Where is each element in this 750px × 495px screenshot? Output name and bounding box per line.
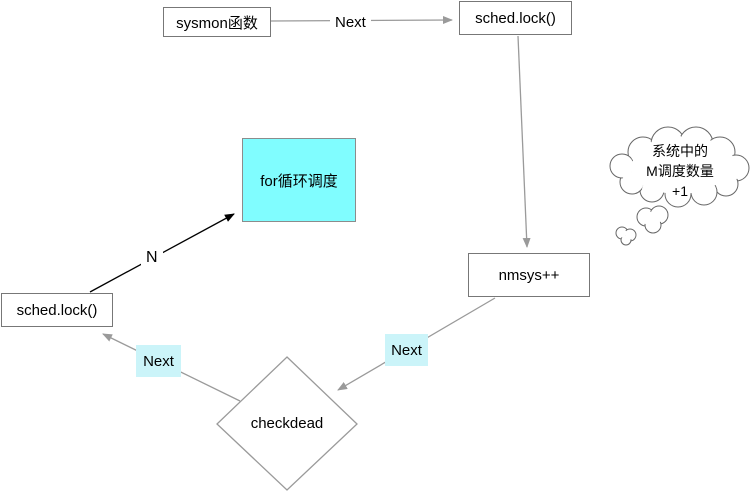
node-sysmon-function: sysmon函数	[163, 7, 271, 37]
thought-cloud-fill	[612, 129, 747, 205]
node-checkdead-label: checkdead	[250, 414, 324, 432]
edge-label-next-right: Next	[385, 334, 428, 366]
thought-cloud-line-3: +1	[672, 183, 688, 199]
thought-cloud-puff-small-fill	[617, 228, 635, 244]
edge-label-n-branch: N	[141, 246, 163, 270]
thought-cloud-text: 系统中的 M调度数量 +1	[609, 141, 750, 201]
node-sched-lock-top: sched.lock()	[459, 1, 572, 35]
edge-label-next-left: Next	[136, 345, 181, 377]
node-nmsys: nmsys++	[468, 253, 590, 297]
thought-cloud-line-1: 系统中的	[652, 143, 708, 159]
node-sched-lock-left: sched.lock()	[1, 293, 113, 327]
node-for-loop-schedule: for循环调度	[242, 138, 356, 222]
checkdead-diamond-shape	[216, 356, 358, 491]
edge-schedlock-to-nmsys	[517, 35, 531, 248]
thought-cloud-puff-medium-fill	[639, 208, 666, 231]
edge-label-next-top: Next	[330, 9, 371, 35]
thought-cloud-line-2: M调度数量	[646, 163, 714, 179]
